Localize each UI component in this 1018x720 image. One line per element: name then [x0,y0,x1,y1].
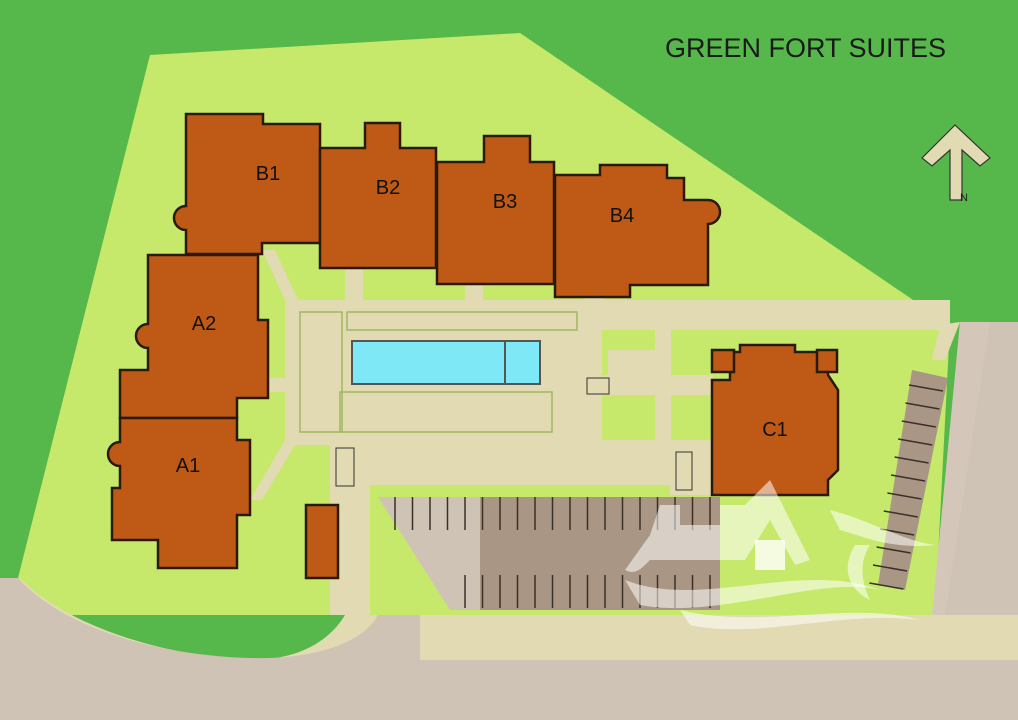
parking-stall-line [908,384,944,392]
parking-stall-line [883,510,918,518]
building-label: B2 [376,177,400,199]
parking-stall-line [898,438,933,446]
stairs [335,377,693,491]
building-B2[interactable]: B2 [318,121,438,270]
parking-stall-line [890,474,926,482]
parking-stall-line [901,420,936,428]
parking-stall-line [894,456,929,464]
parking-stall-line [872,564,908,572]
parking-stall-line [887,492,922,500]
building-B3[interactable]: B3 [435,134,556,286]
parking-stall-line [869,582,904,590]
swimming-pool [351,340,541,385]
building-label: B4 [610,205,634,227]
building-C1[interactable]: C1 [710,343,840,497]
pool-deck-borders [299,311,578,433]
building-B1[interactable]: B1 [172,112,322,256]
parking-stall-line [905,402,940,410]
building-label: B1 [256,163,280,185]
building-label: C1 [762,419,788,441]
north-label: N [960,192,968,204]
building-label: B3 [493,191,517,213]
building-B4[interactable]: B4 [553,163,722,299]
building-label: A2 [192,313,216,335]
small-building [304,503,340,580]
watermark-logo [625,480,935,630]
north-arrow-icon: N [921,124,991,204]
building-label: A1 [176,455,200,477]
parking-stall-line [876,546,911,554]
building-A2[interactable]: A2 [118,253,270,420]
map-title: GREEN FORT SUITES [665,33,946,63]
building-A1[interactable]: A1 [106,416,252,570]
